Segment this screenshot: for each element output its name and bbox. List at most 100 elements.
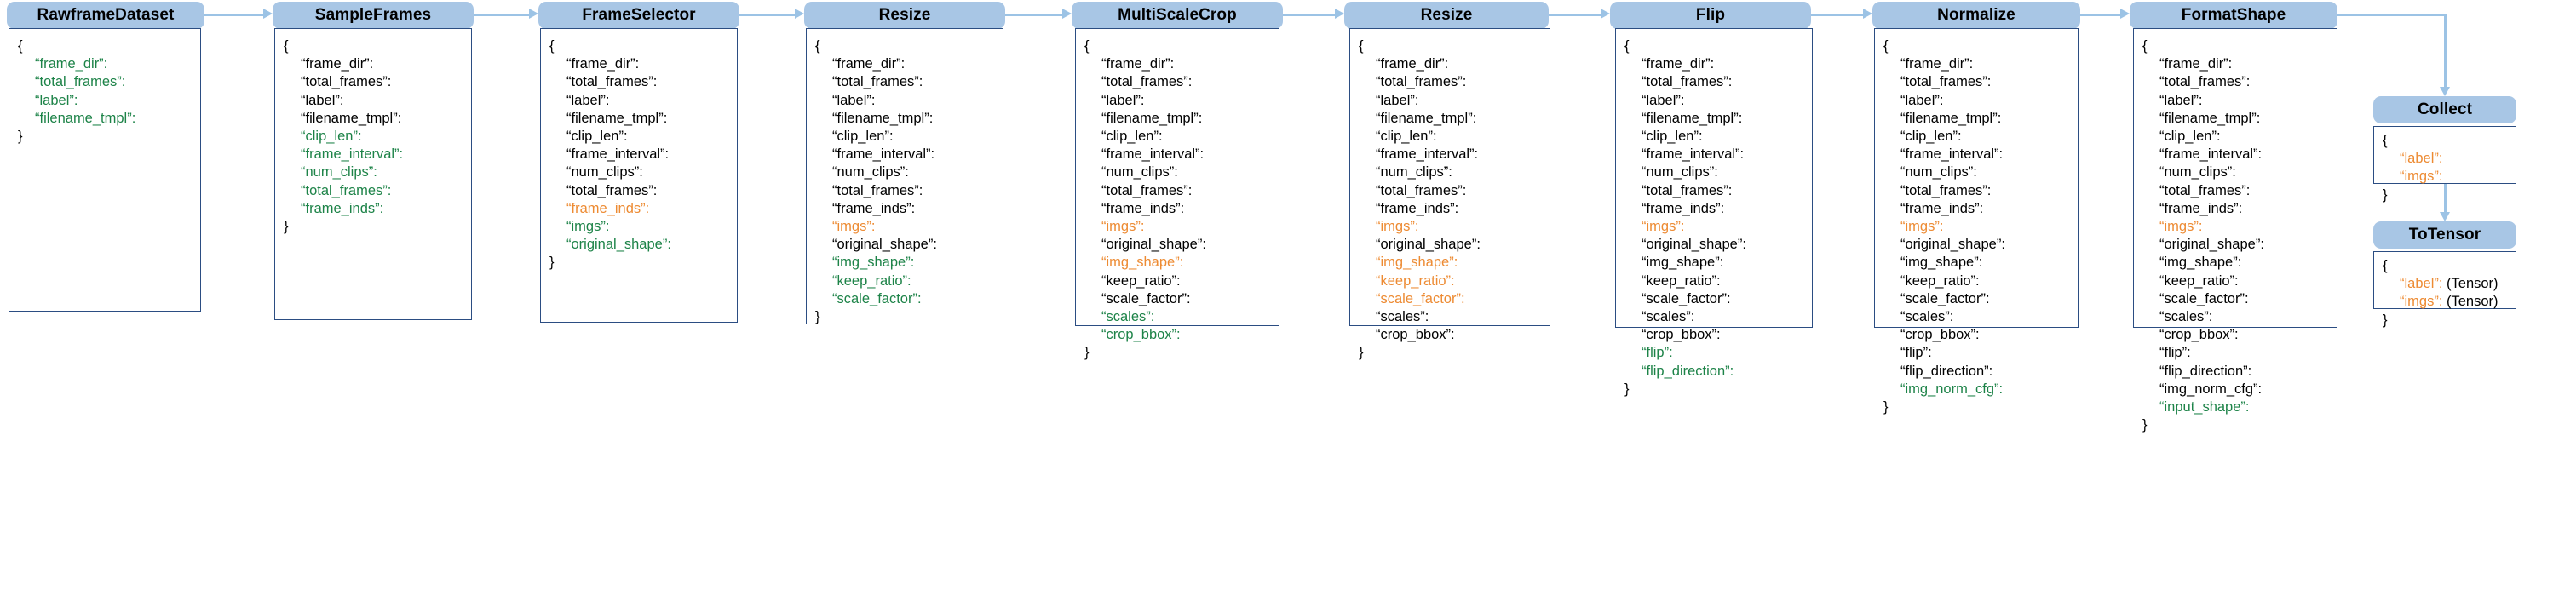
dict-key: “imgs”: bbox=[832, 219, 876, 235]
stage-pill-sampleframes-1[interactable]: SampleFrames bbox=[273, 2, 474, 29]
dict-key: “filename_tmpl”: bbox=[301, 110, 402, 126]
stage-pill-formatshape-8[interactable]: FormatShape bbox=[2130, 2, 2337, 29]
dict-key: “total_frames”: bbox=[1900, 74, 1992, 90]
dict-key: “num_clips”: bbox=[1101, 164, 1178, 180]
stage-dict-resize-5: {“frame_dir”:“total_frames”:“label”:“fil… bbox=[1349, 28, 1550, 360]
dict-key: “crop_bbox”: bbox=[1642, 327, 1721, 343]
dict-key: “keep_ratio”: bbox=[1900, 272, 1980, 289]
dict-key: “filename_tmpl”: bbox=[1376, 110, 1477, 126]
dict-key: “num_clips”: bbox=[1376, 164, 1452, 180]
dict-key: “total_frames”: bbox=[1900, 182, 1992, 198]
dict-key: “original_shape”: bbox=[1101, 237, 1206, 253]
stage-connector-arrow bbox=[474, 14, 529, 16]
dict-key: “img_shape”: bbox=[832, 255, 915, 271]
stage-connector-arrow bbox=[1005, 14, 1062, 16]
dict-key: “frame_inds”: bbox=[1376, 200, 1459, 216]
stage-pill-label: Flip bbox=[1695, 6, 1726, 24]
dict-key: “filename_tmpl”: bbox=[1101, 110, 1203, 126]
stage-connector-arrowhead bbox=[1601, 9, 1610, 19]
stage-pill-rawframedataset-0[interactable]: RawframeDataset bbox=[7, 2, 204, 29]
dict-key: “frame_interval”: bbox=[1101, 146, 1205, 163]
dict-key: “num_clips”: bbox=[1642, 164, 1718, 180]
stage-connector-arrow bbox=[739, 14, 795, 16]
dict-close-brace: } bbox=[284, 219, 289, 235]
dict-key: “scales”: bbox=[2159, 309, 2213, 325]
dict-key: “frame_dir”: bbox=[566, 56, 640, 72]
dict-key-suffix: (Tensor) bbox=[2442, 276, 2498, 292]
dict-close-brace: } bbox=[1084, 345, 1090, 361]
stage-pill-resize-5[interactable]: Resize bbox=[1344, 2, 1549, 29]
stage-pill-normalize-7[interactable]: Normalize bbox=[1872, 2, 2080, 29]
dict-key: “frame_dir”: bbox=[1376, 56, 1449, 72]
dict-key: “frame_interval”: bbox=[1642, 146, 1745, 163]
dict-open-brace: { bbox=[549, 38, 555, 54]
dict-key: “frame_interval”: bbox=[2159, 146, 2263, 163]
dict-open-brace: { bbox=[18, 38, 23, 54]
dict-key: “frame_inds”: bbox=[1101, 200, 1185, 216]
dict-key: “scales”: bbox=[1101, 309, 1155, 325]
dict-key: “frame_interval”: bbox=[1376, 146, 1479, 163]
dict-open-brace: { bbox=[1359, 38, 1364, 54]
stage-pill-flip-6[interactable]: Flip bbox=[1610, 2, 1811, 29]
dict-key: “flip_direction”: bbox=[2159, 363, 2252, 379]
stage-pill-frameselector-2[interactable]: FrameSelector bbox=[538, 2, 739, 29]
dict-key: “frame_dir”: bbox=[301, 56, 374, 72]
dict-key: “imgs”: bbox=[1376, 219, 1419, 235]
stage-connector-arrow bbox=[1549, 14, 1601, 16]
stage-pill-label: Normalize bbox=[1937, 6, 2015, 24]
dict-key: “total_frames”: bbox=[301, 74, 392, 90]
dict-key: “keep_ratio”: bbox=[1642, 272, 1721, 289]
dict-key: “scale_factor”: bbox=[1642, 290, 1731, 306]
dict-key: “clip_len”: bbox=[1376, 129, 1437, 145]
dict-key: “frame_inds”: bbox=[1900, 200, 1984, 216]
stage-dict-frameselector-2: {“frame_dir”:“total_frames”:“label”:“fil… bbox=[540, 28, 738, 323]
dict-key: “total_frames”: bbox=[1642, 182, 1733, 198]
stage-connector-arrowhead bbox=[1062, 9, 1072, 19]
dict-key: “original_shape”: bbox=[1900, 237, 2005, 253]
stage-connector-arrow bbox=[1811, 14, 1863, 16]
dict-key: “scale_factor”: bbox=[1900, 290, 1990, 306]
stage-pill-multiscalecrop-4[interactable]: MultiScaleCrop bbox=[1072, 2, 1283, 29]
dict-key: “frame_dir”: bbox=[1900, 56, 1974, 72]
dict-open-brace: { bbox=[1624, 38, 1630, 54]
dict-open-brace: { bbox=[815, 38, 820, 54]
dict-key-text: “label”: bbox=[2400, 151, 2443, 167]
stage-pill-label: Resize bbox=[878, 6, 931, 24]
stage-connector-arrowhead bbox=[263, 9, 273, 19]
dict-key: “total_frames”: bbox=[1642, 74, 1733, 90]
stage-dict-resize-3: {“frame_dir”:“total_frames”:“label”:“fil… bbox=[806, 28, 1003, 324]
dict-key: “frame_dir”: bbox=[2159, 56, 2233, 72]
stage-connector-arrow bbox=[2080, 14, 2120, 16]
dict-key: “frame_dir”: bbox=[35, 56, 108, 72]
dict-key: “filename_tmpl”: bbox=[1642, 110, 1743, 126]
dict-key: “imgs”: bbox=[2374, 168, 2516, 186]
dict-key: “scale_factor”: bbox=[1376, 290, 1465, 306]
dict-key: “num_clips”: bbox=[301, 164, 377, 180]
dict-key: “img_shape”: bbox=[2159, 255, 2242, 271]
stage-pill-collect[interactable]: Collect bbox=[2373, 96, 2516, 123]
dict-key: “clip_len”: bbox=[301, 129, 362, 145]
dict-key: “img_norm_cfg”: bbox=[1900, 381, 2004, 397]
dict-key: “total_frames”: bbox=[2159, 74, 2251, 90]
dict-key: “total_frames”: bbox=[566, 74, 658, 90]
dict-key: “img_shape”: bbox=[1900, 255, 1983, 271]
dict-key: “total_frames”: bbox=[832, 182, 923, 198]
stage-dict-flip-6: {“frame_dir”:“total_frames”:“label”:“fil… bbox=[1615, 28, 1813, 397]
dict-key: “clip_len”: bbox=[566, 129, 628, 145]
dict-key: “frame_inds”: bbox=[301, 200, 384, 216]
stage-connector-arrowhead bbox=[795, 9, 804, 19]
dict-key: “clip_len”: bbox=[1101, 129, 1163, 145]
stage-pill-label: MultiScaleCrop bbox=[1118, 6, 1237, 24]
dict-key: “flip”: bbox=[1642, 345, 1673, 361]
dict-key: “original_shape”: bbox=[566, 237, 671, 253]
dict-key: “original_shape”: bbox=[2159, 237, 2264, 253]
dict-key: “filename_tmpl”: bbox=[35, 110, 136, 126]
dict-key: “scales”: bbox=[1900, 309, 1954, 325]
formatshape-to-collect-arrow-horizontal bbox=[2337, 14, 2447, 16]
stage-pill-totensor[interactable]: ToTensor bbox=[2373, 221, 2516, 249]
dict-key: “frame_interval”: bbox=[301, 146, 404, 163]
stage-pill-resize-3[interactable]: Resize bbox=[804, 2, 1005, 29]
dict-close-brace: } bbox=[549, 255, 555, 271]
dict-open-brace: { bbox=[1883, 38, 1889, 54]
dict-key: “clip_len”: bbox=[832, 129, 894, 145]
